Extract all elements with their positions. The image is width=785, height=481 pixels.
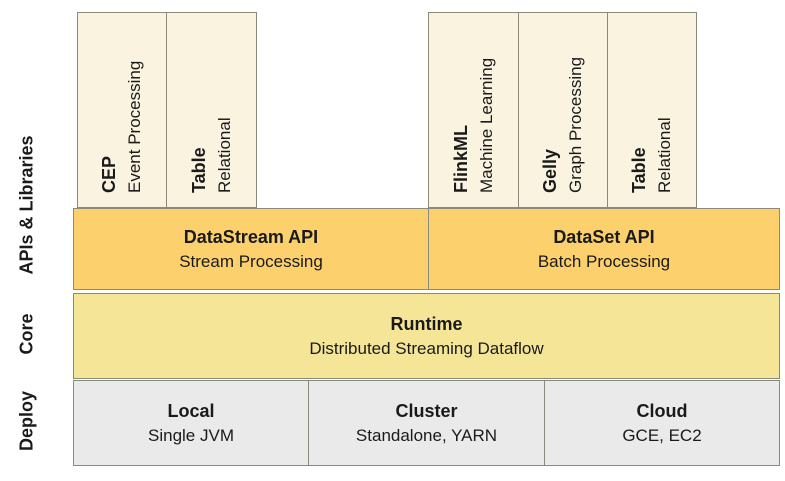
library-box-table-batch: Table Relational	[607, 12, 697, 208]
library-name: CEP	[99, 155, 119, 193]
library-box-flinkml: FlinkML Machine Learning	[428, 12, 519, 208]
deploy-desc: GCE, EC2	[622, 426, 702, 445]
library-name: Table	[629, 147, 649, 193]
library-desc: Event Processing	[125, 60, 144, 193]
library-name: Table	[188, 147, 209, 193]
core-desc: Distributed Streaming Dataflow	[309, 339, 544, 358]
api-box-dataset: DataSet API Batch Processing	[428, 208, 780, 290]
api-desc: Stream Processing	[179, 252, 323, 271]
library-box-cep-text: CEP Event Processing	[97, 61, 147, 193]
library-desc: Relational	[655, 117, 674, 193]
deploy-name: Local	[167, 401, 215, 421]
api-name: DataStream API	[183, 227, 319, 247]
library-desc: Machine Learning	[476, 57, 496, 193]
api-desc: Batch Processing	[537, 252, 671, 271]
library-box-cep: CEP Event Processing	[77, 12, 167, 208]
deploy-name: Cloud	[636, 401, 688, 421]
library-name: FlinkML	[450, 125, 471, 193]
library-box-flinkml-text: FlinkML Machine Learning	[449, 58, 499, 193]
api-box-datastream: DataStream API Stream Processing	[73, 208, 429, 290]
deploy-name: Cluster	[395, 401, 458, 421]
side-label-apis-libraries: APIs & Libraries	[16, 135, 37, 275]
library-desc: Relational	[214, 117, 234, 193]
library-box-gelly: Gelly Graph Processing	[518, 12, 608, 208]
library-box-table-batch-text: Table Relational	[627, 117, 677, 193]
deploy-desc: Standalone, YARN	[355, 426, 498, 445]
deploy-box-local: Local Single JVM	[73, 380, 309, 466]
library-box-table-stream: Table Relational	[166, 12, 257, 208]
core-name: Runtime	[390, 314, 463, 334]
deploy-desc: Single JVM	[148, 426, 234, 445]
deploy-box-cluster: Cluster Standalone, YARN	[308, 380, 545, 466]
deploy-box-cloud: Cloud GCE, EC2	[544, 380, 780, 466]
library-box-gelly-text: Gelly Graph Processing	[538, 57, 588, 193]
library-desc: Graph Processing	[566, 56, 585, 193]
side-label-deploy: Deploy	[16, 390, 37, 452]
side-label-core: Core	[16, 313, 37, 355]
core-box-runtime: Runtime Distributed Streaming Dataflow	[73, 293, 780, 379]
library-name: Gelly	[540, 148, 560, 193]
library-box-table-stream-text: Table Relational	[187, 117, 237, 193]
api-name: DataSet API	[553, 227, 655, 247]
